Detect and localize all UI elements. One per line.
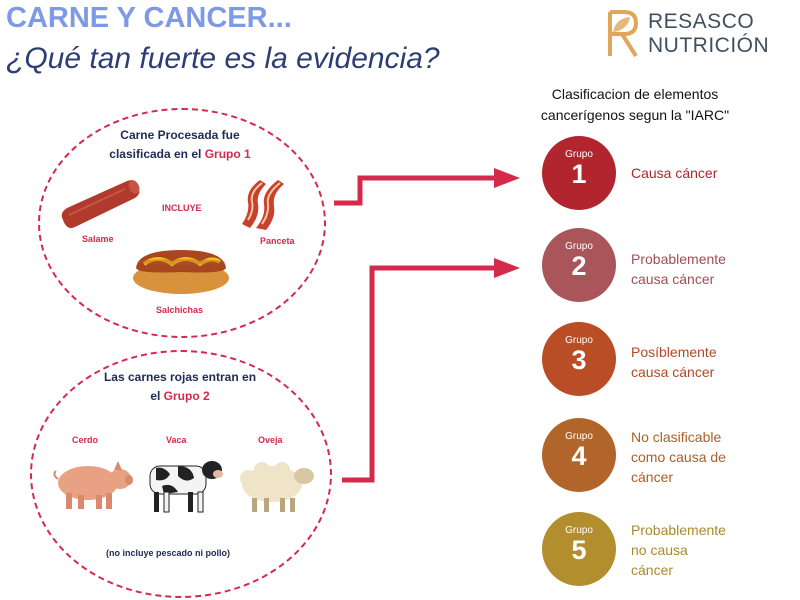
- group-3-number: 3: [571, 345, 587, 375]
- group-1-desc-line: Causa cáncer: [631, 165, 718, 181]
- oveja-label: Oveja: [258, 435, 283, 445]
- group-2-badge: Grupo 2: [542, 228, 616, 302]
- processed-title-line-2: clasificada en el Grupo 1: [70, 145, 290, 164]
- group-4-desc-line: como causa de: [631, 449, 726, 465]
- panceta-label: Panceta: [260, 236, 295, 246]
- group-5-desc-line: Probablemente: [631, 522, 726, 538]
- cerdo-label: Cerdo: [72, 435, 99, 445]
- group-4-label: Grupo: [565, 431, 593, 442]
- group-4-desc-line: No clasificable: [631, 429, 722, 445]
- salame-label: Salame: [82, 234, 114, 244]
- group-2-label: Grupo: [565, 241, 593, 252]
- red-meat-oval: [30, 350, 332, 598]
- group-1-number: 1: [571, 159, 587, 189]
- group-4-description: No clasificable como causa de cáncer: [631, 427, 726, 487]
- vaca-label: Vaca: [166, 435, 187, 445]
- group-1-description: Causa cáncer: [631, 163, 717, 183]
- page-title: CARNE Y CANCER...: [6, 2, 292, 34]
- red-meat-note: (no incluye pescado ni pollo): [106, 548, 231, 558]
- iarc-heading-line-2: cancerígenos segun la "IARC": [540, 107, 730, 123]
- iarc-heading: Clasificacion de elementos cancerígenos …: [530, 84, 740, 126]
- page-subtitle: ¿Qué tan fuerte es la evidencia?: [6, 42, 440, 75]
- leaf-r-logo-icon: [608, 10, 639, 58]
- arrow-group-2: [342, 258, 520, 483]
- group-5-desc-line: cáncer: [631, 562, 674, 578]
- iarc-heading-line-1: Clasificacion de elementos: [551, 86, 719, 102]
- group-3-description: Posíblemente causa cáncer: [631, 342, 717, 382]
- red-meat-group-label: Grupo 2: [163, 389, 210, 403]
- cow-icon: [149, 461, 223, 513]
- includes-label: INCLUYE: [162, 203, 202, 213]
- group-5-desc-line: no causa: [631, 542, 688, 558]
- group-2-desc-line: Probablemente: [631, 251, 726, 267]
- group-2-desc-line: causa cáncer: [631, 271, 715, 287]
- group-2-number: 2: [571, 251, 587, 281]
- group-3-desc-line: Posíblemente: [631, 344, 717, 360]
- group-4-number: 4: [571, 441, 587, 471]
- red-meat-title-prefix: el: [150, 389, 164, 403]
- group-5-badge: Grupo 5: [542, 512, 616, 586]
- hot-dog-icon: [133, 250, 229, 294]
- arrow-group-1: [334, 168, 520, 206]
- sheep-icon: [240, 462, 314, 512]
- group-5-description: Probablemente no causa cáncer: [631, 520, 726, 580]
- group-3-label: Grupo: [565, 335, 593, 346]
- processed-meat-title: Carne Procesada fue clasificada en el Gr…: [70, 126, 290, 164]
- group-1-badge: Grupo 1: [542, 136, 616, 210]
- red-meat-title-line-1: Las carnes rojas entran en: [103, 370, 257, 384]
- group-2-description: Probablemente causa cáncer: [631, 249, 726, 289]
- red-meat-title-line-2: el Grupo 2: [70, 387, 290, 406]
- group-4-badge: Grupo 4: [542, 418, 616, 492]
- pig-icon: [53, 461, 133, 509]
- processed-meat-oval: [38, 108, 326, 338]
- group-5-number: 5: [571, 535, 587, 565]
- group-5-label: Grupo: [565, 525, 593, 536]
- bacon-icon: [242, 180, 284, 230]
- processed-title-line-1: Carne Procesada fue: [120, 128, 240, 142]
- group-3-desc-line: causa cáncer: [631, 364, 715, 380]
- processed-title-prefix: clasificada en el: [109, 147, 205, 161]
- logo-line-1: RESASCO: [648, 10, 755, 33]
- group-4-desc-line: cáncer: [631, 469, 674, 485]
- brand-logo: RESASCO NUTRICIÓN: [600, 8, 796, 60]
- processed-group-label: Grupo 1: [204, 147, 251, 161]
- salchichas-label: Salchichas: [156, 305, 204, 315]
- group-1-label: Grupo: [565, 149, 593, 160]
- salami-icon: [61, 180, 140, 229]
- red-meat-title: Las carnes rojas entran en el Grupo 2: [70, 368, 290, 406]
- logo-line-2: NUTRICIÓN: [648, 34, 770, 57]
- group-3-badge: Grupo 3: [542, 322, 616, 396]
